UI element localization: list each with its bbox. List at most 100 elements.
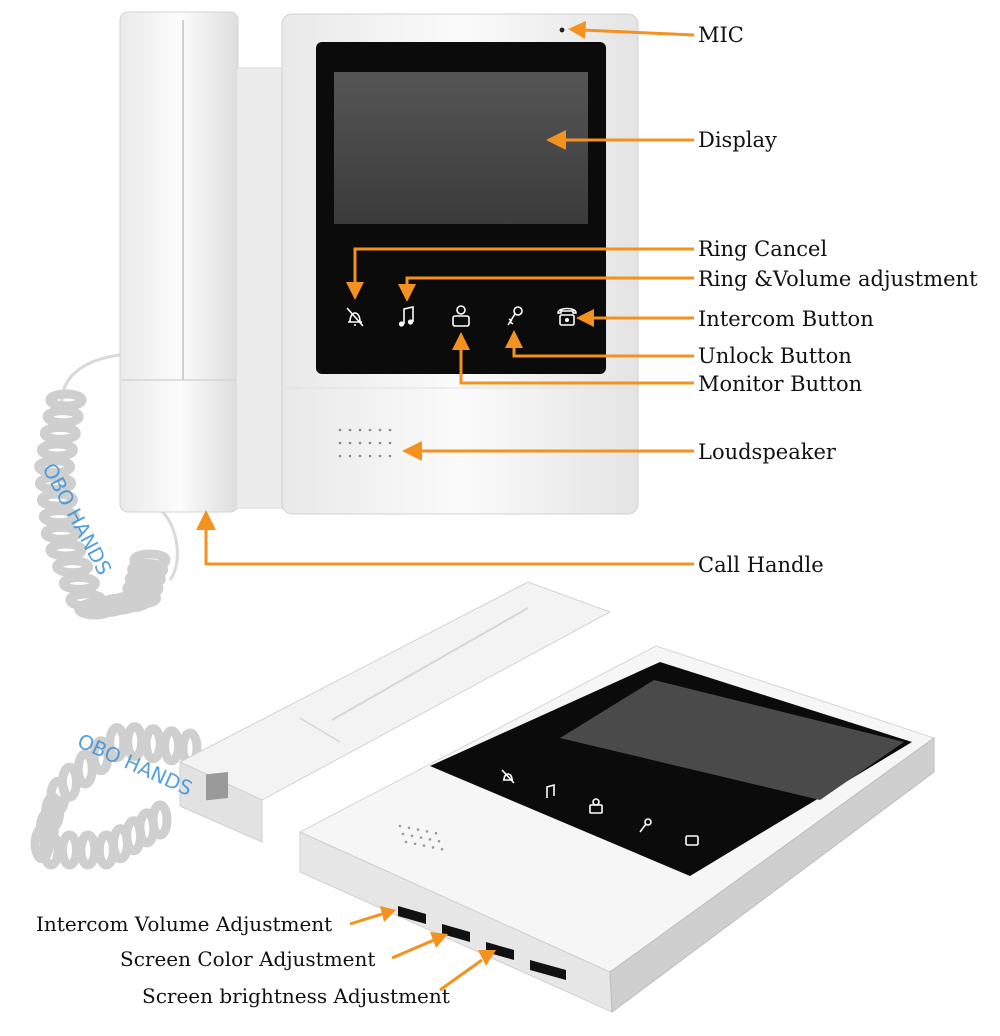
cord-loop [141, 724, 165, 764]
bell-off-icon[interactable] [346, 307, 364, 327]
speaker-hole [428, 838, 432, 841]
screen-brightness-slot[interactable] [486, 942, 514, 960]
speaker-hole [368, 428, 372, 432]
handset[interactable] [119, 11, 239, 513]
speaker-hole [338, 428, 342, 432]
coiled-cord-front [34, 353, 179, 620]
monitor-body [281, 13, 639, 515]
cord-loop [89, 736, 113, 776]
label-screen-color: Screen Color Adjustment [120, 947, 375, 971]
speaker-hole [378, 454, 382, 458]
speaker-hole [431, 846, 435, 849]
cord-loop [36, 489, 78, 511]
speaker-hole [338, 454, 342, 458]
speaker-hole [401, 832, 405, 836]
music-note-icon-side[interactable] [546, 783, 555, 798]
bell-off-icon-side[interactable] [501, 769, 515, 784]
cord-loop [39, 422, 81, 444]
cord-loop [160, 726, 184, 766]
speaker-hole [413, 842, 417, 846]
adjustment-slots [398, 906, 566, 980]
speaker-hole [358, 454, 362, 458]
speaker-hole [368, 441, 372, 445]
label-loudspeaker: Loudspeaker [698, 440, 837, 464]
speaker-hole [419, 836, 423, 839]
speaker-hole [348, 441, 352, 445]
screen-color-slot[interactable] [442, 924, 470, 942]
front-view [34, 11, 639, 620]
coiled-cord-side [30, 722, 202, 870]
cord-loop [73, 749, 97, 789]
speaker-hole [368, 454, 372, 458]
label-screen-brightness: Screen brightness Adjustment [142, 984, 450, 1008]
speaker-hole [407, 826, 411, 830]
speaker-hole [404, 840, 408, 844]
display-screen-side [560, 680, 904, 800]
cord-loop [58, 572, 100, 594]
intercom-volume-slot[interactable] [398, 906, 426, 924]
label-mic: MIC [698, 23, 744, 47]
display-screen [334, 72, 588, 224]
front-labels: MIC Display Ring Cancel Ring &Volume adj… [698, 23, 978, 577]
phone-icon-side[interactable] [685, 835, 699, 846]
speaker-hole [388, 454, 392, 458]
front-button-row [346, 305, 577, 327]
speaker-hole [378, 428, 382, 432]
callout-arrows [196, 21, 695, 992]
loudspeaker-grille [338, 428, 392, 458]
speaker-hole [422, 844, 426, 847]
cord-loop [45, 389, 87, 411]
cord-jack [206, 772, 228, 801]
side-labels: Intercom Volume Adjustment Screen Color … [36, 912, 450, 1008]
key-icon-side[interactable] [639, 818, 652, 833]
label-intercom-button: Intercom Button [698, 307, 874, 331]
label-monitor-button: Monitor Button [698, 372, 862, 396]
speaker-hole [378, 441, 382, 445]
label-ring-volume: Ring &Volume adjustment [698, 267, 978, 291]
cord-loop [105, 723, 129, 763]
cord-loop [40, 522, 82, 544]
speaker-hole [398, 824, 402, 828]
speaker-hole [425, 830, 429, 833]
handset-side[interactable] [178, 581, 612, 843]
speaker-hole [348, 454, 352, 458]
speaker-hole [437, 839, 441, 843]
cord-loop [36, 439, 78, 461]
label-call-handle: Call Handle [698, 553, 824, 577]
label-ring-cancel: Ring Cancel [698, 237, 827, 261]
speaker-hole [440, 847, 444, 851]
speaker-hole [410, 834, 414, 838]
speaker-hole [338, 441, 342, 445]
speaker-hole [388, 428, 392, 432]
cord-loop [76, 830, 100, 870]
cord-loop [34, 456, 76, 478]
cord-loop [38, 506, 80, 528]
cord-loop [148, 800, 172, 840]
side-view [30, 581, 936, 1013]
cord-loop [52, 556, 94, 578]
cord-loop [45, 539, 87, 561]
speaker-hole [388, 441, 392, 445]
cord-loop [129, 549, 171, 571]
loudspeaker-grille-side [398, 824, 444, 851]
speaker-hole [358, 428, 362, 432]
key-icon[interactable] [507, 306, 523, 326]
mic-hole [559, 27, 565, 33]
label-intercom-volume: Intercom Volume Adjustment [36, 912, 332, 936]
monitor-base [298, 645, 936, 1013]
speaker-hole [348, 428, 352, 432]
spare-slot [530, 960, 566, 980]
speaker-hole [358, 441, 362, 445]
phone-icon[interactable] [557, 307, 577, 326]
person-icon-side[interactable] [589, 798, 603, 814]
cord-loop [57, 830, 81, 870]
cord-loop [35, 472, 77, 494]
music-note-icon[interactable] [398, 306, 414, 327]
person-icon[interactable] [452, 305, 470, 327]
speaker-hole [434, 831, 438, 835]
label-unlock-button: Unlock Button [698, 344, 852, 368]
label-display: Display [698, 128, 777, 152]
handset-cradle [235, 67, 283, 509]
speaker-hole [416, 828, 420, 831]
